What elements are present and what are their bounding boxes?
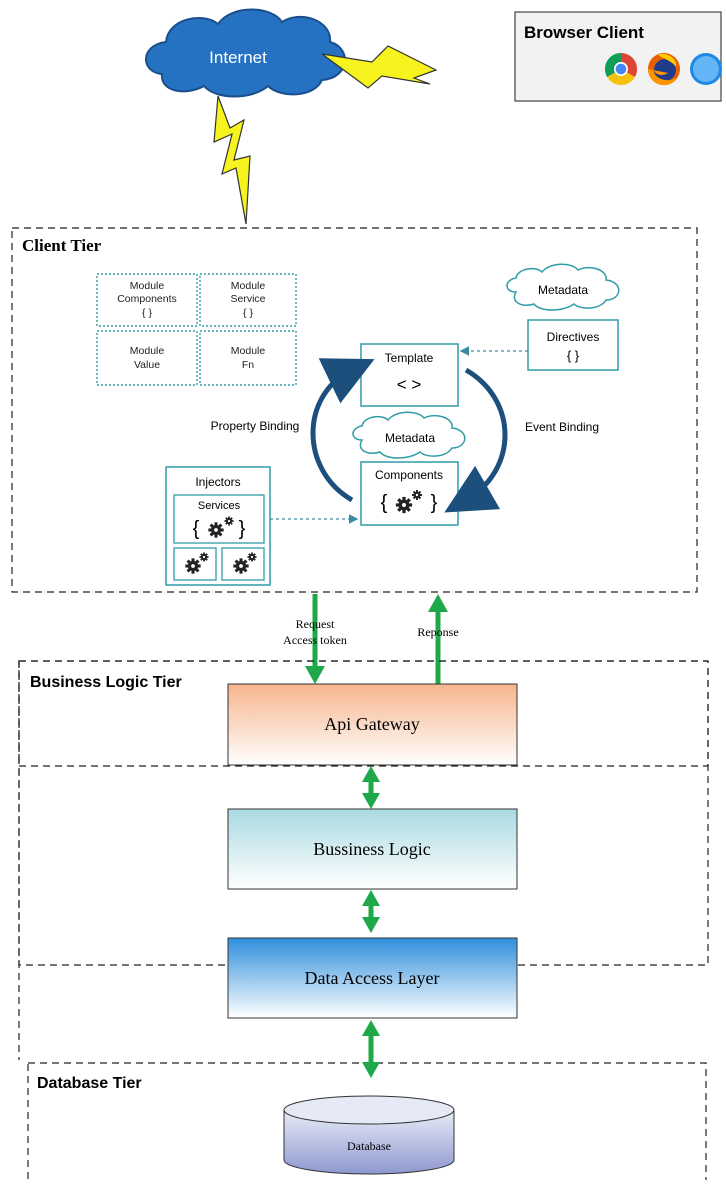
api-logic-arrow [362,766,380,809]
metadata-cloud-top: Metadata [506,263,620,311]
injectors-box: Injectors Services { } [165,466,271,586]
request-label-line1: Request [296,617,335,631]
client-tier-title: Client Tier [22,236,102,255]
template-symbol: < > [397,375,422,394]
components-label: Components [375,468,443,482]
client-tier-box [11,227,698,593]
api-gateway-box: Api Gateway [227,683,518,766]
template-label: Template [385,351,434,365]
response-arrow [428,594,448,684]
browser-client-box: Browser Client [514,11,722,102]
metadata-cloud-mid: Metadata [352,411,466,459]
response-label: Reponse [417,625,458,639]
services-brace-right: } [239,518,246,540]
browser-client-title: Browser Client [524,23,644,42]
request-label-line2: Access token [283,633,347,647]
data-access-layer-box: Data Access Layer [227,937,518,1019]
module-fn-l1: Module [231,345,266,357]
services-label: Services [198,500,241,512]
components-brace-left: { [381,492,388,514]
logic-data-arrow [362,890,380,933]
property-binding-label: Property Binding [211,419,300,433]
event-binding-label: Event Binding [525,420,599,434]
services-brace-left: { [193,518,200,540]
internet-cloud: Internet [145,8,346,98]
lightning-internet-client [213,95,251,225]
module-service-l3: { } [243,307,253,319]
module-value-l1: Module [130,345,165,357]
lightning-internet-browser [321,45,438,89]
chrome-icon [604,52,638,86]
module-service-l1: Module [231,280,266,292]
api-gateway-label: Api Gateway [324,714,419,734]
components-box: Components { } [360,461,459,526]
business-logic-box: Bussiness Logic [227,808,518,890]
directives-label: Directives [547,330,600,344]
module-components-l1: Module [130,280,165,292]
components-brace-right: } [431,492,438,514]
internet-label: Internet [209,48,267,67]
event-binding-arc [444,367,508,513]
metadata-mid-label: Metadata [385,431,435,445]
database-tier-title: Database Tier [37,1075,142,1092]
module-fn-l2: Fn [242,359,254,371]
directives-symbol: { } [567,348,580,363]
firefox-icon [647,53,680,86]
module-service-l2: Service [230,293,265,305]
property-binding-arc [310,358,375,503]
database-cylinder: Database [283,1095,455,1175]
module-components-l2: Components [117,293,177,305]
metadata-top-label: Metadata [538,283,588,297]
business-logic-label: Bussiness Logic [313,839,431,859]
data-db-arrow [362,1020,380,1078]
module-value-l2: Value [134,359,160,371]
template-box: Template < > [360,343,459,407]
business-tier-title: Business Logic Tier [30,674,182,691]
directives-box: Directives { } [527,319,619,371]
safari-icon [690,53,722,85]
request-arrow [305,594,325,684]
database-label: Database [347,1139,391,1153]
data-access-label: Data Access Layer [305,968,440,988]
module-grid: Module Components { } Module Service { }… [96,273,297,386]
injectors-label: Injectors [195,475,240,489]
module-components-l3: { } [142,307,152,319]
